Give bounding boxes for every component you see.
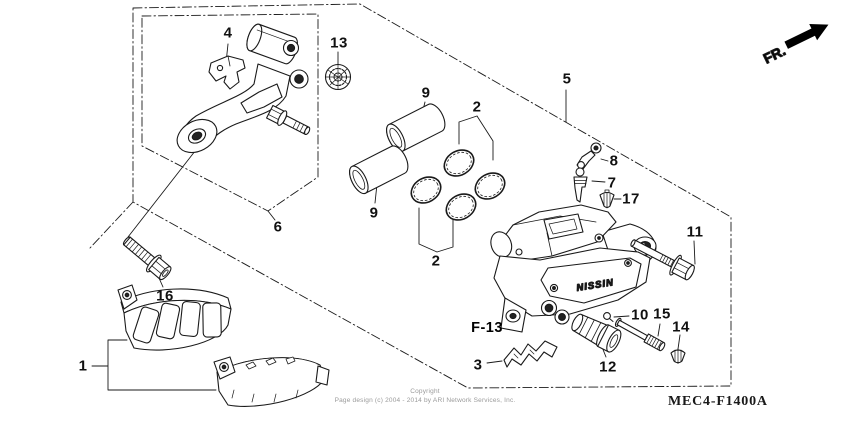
pin-boot	[571, 313, 622, 353]
bracket-bolt	[122, 236, 172, 281]
pin-plug-cap	[670, 348, 686, 364]
section-boundary	[89, 3, 732, 389]
copyright-line2: Page design (c) 2004 - 2014 by ARI Netwo…	[334, 397, 516, 405]
caliper-body	[490, 204, 657, 333]
fr-direction-arrow: FR.	[760, 24, 829, 67]
small-clip	[603, 312, 614, 322]
copyright-line1: Copyright	[410, 388, 440, 395]
callout-14: 14	[672, 318, 690, 336]
callout-12: 12	[599, 358, 617, 376]
bleeder-cap	[599, 189, 615, 209]
brake-pad-outer	[213, 356, 330, 407]
fr-label: FR.	[761, 42, 788, 66]
mount-bracket	[176, 23, 311, 154]
plate-code: MEC4-F1400A	[668, 394, 768, 409]
callout-3: 3	[473, 356, 483, 374]
callout-2a: 2	[472, 98, 482, 116]
piston-upper	[386, 103, 446, 153]
pad-retainer-clip	[208, 55, 246, 90]
section-ref-f13: F-13	[471, 320, 503, 336]
callout-1: 1	[78, 357, 88, 375]
caliper-pin-bolt	[630, 239, 695, 281]
callout-9a: 9	[421, 84, 431, 102]
callout-9b: 9	[369, 204, 379, 222]
callout-10: 10	[631, 306, 649, 324]
callout-15: 15	[653, 305, 671, 323]
callout-4: 4	[223, 24, 233, 42]
bracket-subassembly-boundary	[141, 13, 319, 212]
seal-set	[410, 149, 506, 221]
callout-7: 7	[607, 174, 617, 192]
callout-11: 11	[686, 223, 704, 241]
brake-pad-inner	[117, 284, 232, 351]
pad-spring	[503, 340, 558, 368]
copyright-notice: Copyright Page design (c) 2004 - 2014 by…	[275, 387, 575, 406]
callout-17: 17	[622, 190, 640, 208]
callout-5: 5	[562, 70, 572, 88]
bleeder-valve	[573, 167, 588, 203]
pipe-clip	[576, 142, 602, 170]
knurled-cap	[324, 63, 352, 91]
callout-8: 8	[609, 152, 619, 170]
callout-13: 13	[330, 34, 348, 52]
callout-6: 6	[273, 218, 283, 236]
pad-pin	[614, 317, 666, 352]
piston-lower	[349, 145, 409, 195]
callout-16: 16	[156, 287, 174, 305]
callout-2b: 2	[431, 252, 441, 270]
